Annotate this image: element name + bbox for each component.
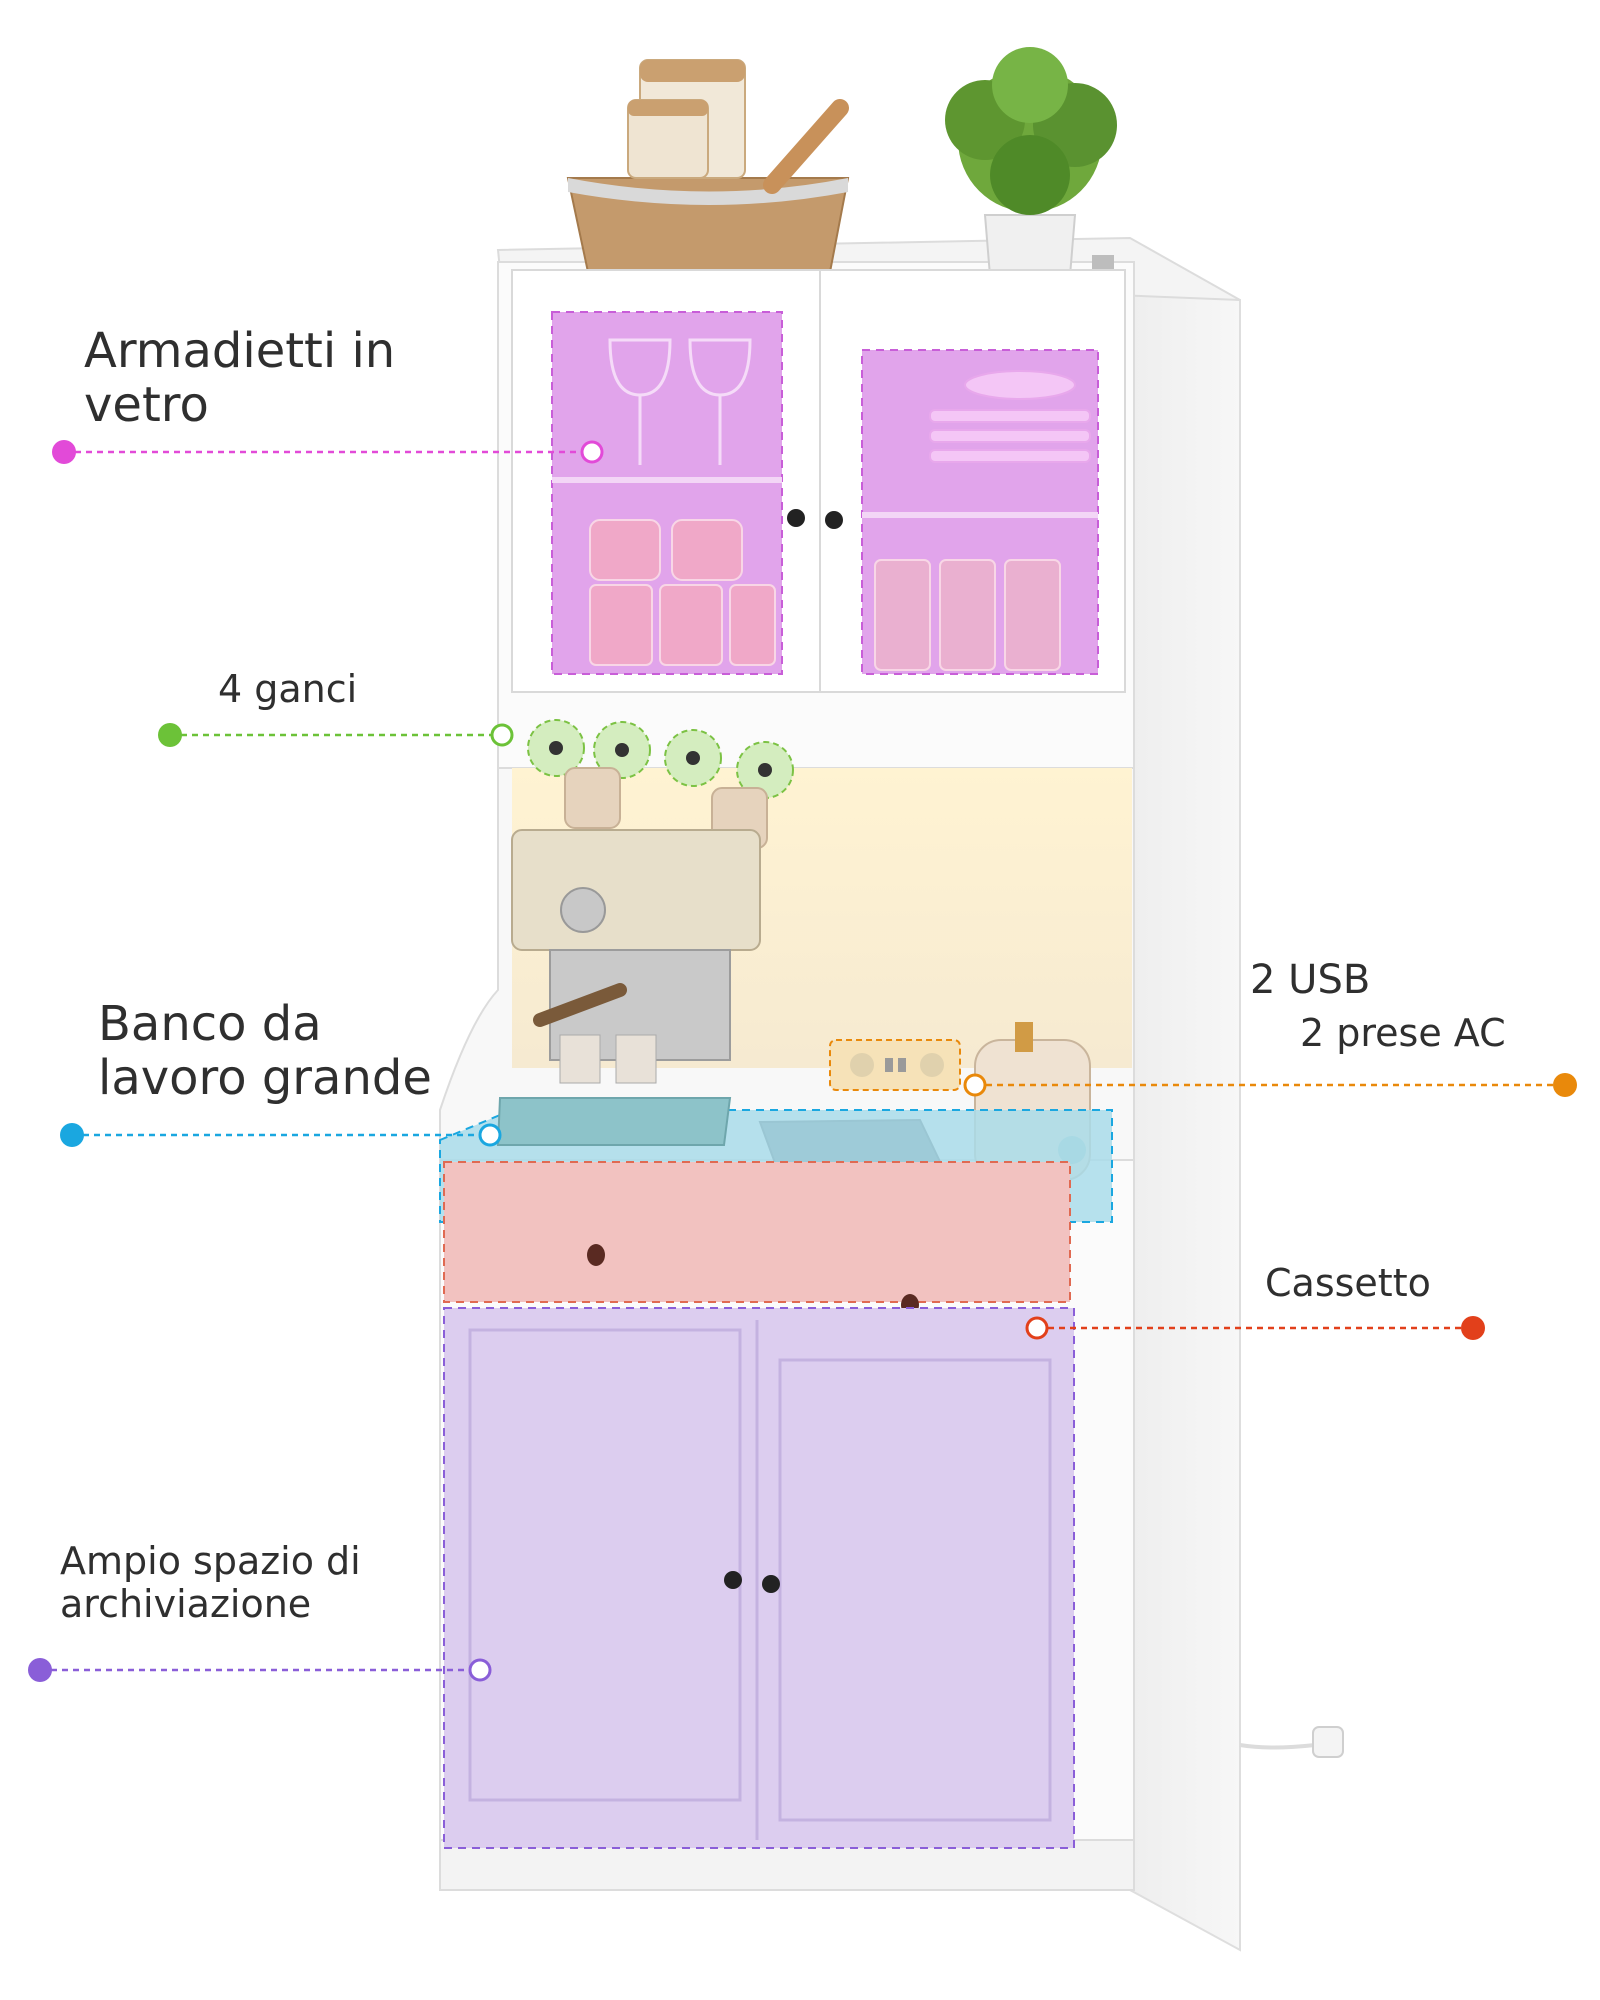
- label-power-ac: 2 prese AC: [1300, 1012, 1506, 1055]
- label-hooks: 4 ganci: [218, 668, 357, 711]
- callout-drawer-line: [1025, 1316, 1485, 1340]
- label-glass-line2: vetro: [84, 376, 209, 433]
- glass-cabinet-doors: [511, 269, 1126, 693]
- label-worktop-line2: lavoro grande: [98, 1049, 432, 1106]
- label-power-line2: 2 prese AC: [1300, 1011, 1506, 1055]
- label-worktop: Banco da lavoro grande: [98, 996, 432, 1106]
- label-storage-line2: archiviazione: [60, 1581, 312, 1626]
- label-drawer-text: Cassetto: [1265, 1261, 1431, 1305]
- power-cord: [1239, 1726, 1344, 1758]
- power-strip: [829, 1039, 961, 1091]
- callout-power-line: [963, 1073, 1577, 1097]
- callout-storage-line: [28, 1658, 492, 1682]
- callout-worktop-line: [60, 1123, 502, 1147]
- callout-glass-line: [52, 440, 604, 464]
- label-glass-line1: Armadietti in: [84, 323, 396, 379]
- label-worktop-line1: Banco da: [98, 996, 322, 1052]
- label-power-line1: 2 USB: [1250, 957, 1371, 1003]
- callout-hooks-line: [158, 723, 514, 747]
- open-worktop-area: [511, 719, 1132, 1184]
- lower-storage-doors: [443, 1307, 1075, 1849]
- drawer-front: [443, 1161, 1071, 1316]
- label-storage: Ampio spazio di archiviazione: [60, 1540, 361, 1625]
- label-hooks-text: 4 ganci: [218, 667, 358, 711]
- label-drawer: Cassetto: [1265, 1262, 1431, 1305]
- label-glass-cabinets: Armadietti in vetro: [84, 323, 396, 433]
- label-power-usb: 2 USB: [1250, 958, 1370, 1003]
- label-storage-line1: Ampio spazio di: [60, 1539, 361, 1583]
